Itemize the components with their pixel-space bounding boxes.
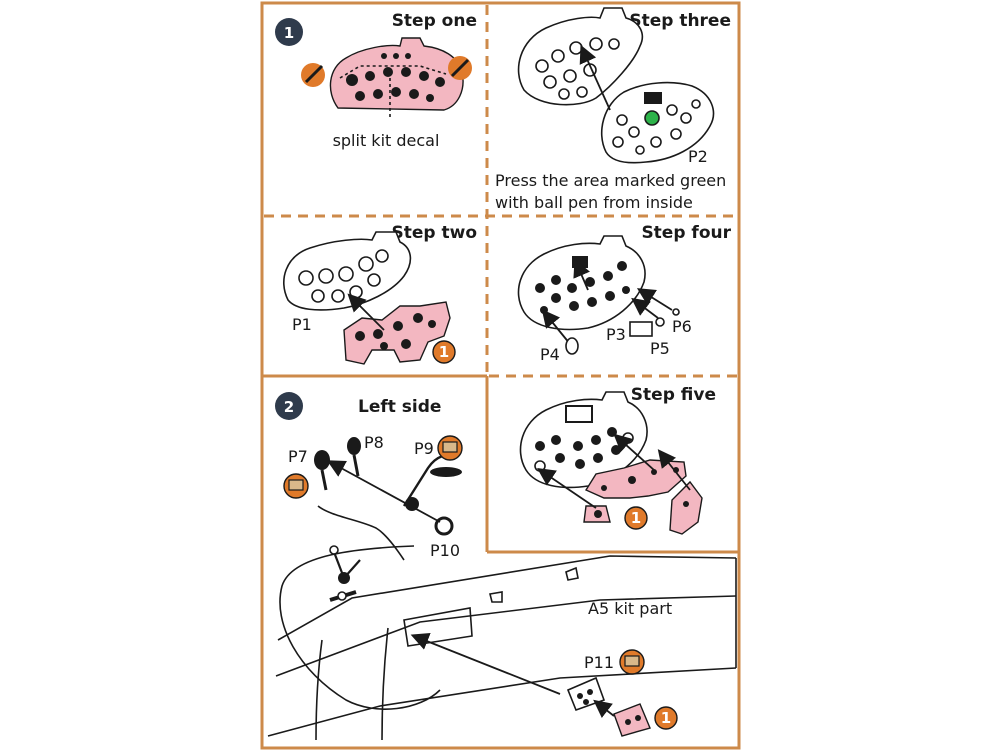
part-p8-knob — [347, 437, 361, 455]
step-five-arrow-2 — [613, 433, 655, 471]
frame-group — [260, 1, 741, 750]
step-four-window — [572, 256, 588, 268]
panel-outline-dials — [535, 37, 620, 100]
step-three-arrow — [579, 44, 611, 111]
arrow-p4 — [541, 309, 571, 345]
decal-badge-icon: 1 — [432, 340, 456, 364]
photo-etch-icon-p7 — [283, 473, 309, 499]
press-note-line2: with ball pen from inside — [495, 193, 693, 212]
fuselage-top-edge — [277, 555, 737, 641]
decal-badge-icon-step-five: 1 — [624, 506, 648, 530]
part-p6-shape — [672, 308, 680, 316]
part-label-p9: P9 — [414, 439, 434, 458]
fuselage-panel — [403, 607, 473, 647]
part-p5-shape — [655, 317, 665, 327]
lever-on-fuselage — [329, 545, 361, 601]
step-five-arrow-3 — [657, 449, 691, 491]
left-side-title: Left side — [358, 397, 441, 417]
step-five-arrow-1 — [537, 467, 597, 509]
section-2-badge-circle — [275, 392, 303, 420]
panel-step-five — [519, 391, 648, 489]
part-p7-knob — [314, 450, 330, 470]
step-five-panel: Step five — [519, 385, 716, 535]
assembly-guide-curve — [279, 545, 441, 710]
assembly-bracket — [317, 505, 405, 561]
step-one-title: Step one — [392, 11, 477, 31]
fuselage-mid-edge — [275, 595, 737, 677]
photo-etch-icon-p9 — [437, 435, 463, 461]
part-p8-stem — [352, 454, 360, 477]
step-three-panel: Step three P2 — [495, 7, 731, 212]
step-four-title: Step four — [641, 223, 731, 243]
part-label-p6: P6 — [672, 317, 692, 336]
split-kit-decal-caption: split kit decal — [333, 131, 440, 150]
step-five-window — [565, 405, 593, 423]
part-label-p1: P1 — [292, 315, 312, 334]
step-two-panel: Step two P1 1 — [283, 223, 478, 365]
fuselage-bracket — [565, 566, 579, 581]
decal-wing-pink — [669, 480, 703, 535]
kit-part-label: A5 kit part — [588, 599, 672, 618]
frame-rib-1 — [315, 639, 323, 741]
part-label-p7: P7 — [288, 447, 308, 466]
arrow-decal-to-p11 — [593, 699, 615, 718]
lever-assembly-arrow — [326, 460, 441, 523]
panel-step-four — [517, 235, 646, 331]
step-five-title: Step five — [631, 385, 716, 405]
step-two-title: Step two — [392, 223, 478, 243]
press-note-line1: Press the area marked green — [495, 171, 726, 190]
lever-pivot — [405, 497, 419, 511]
part-p11 — [566, 676, 606, 712]
arrow-p6 — [636, 288, 673, 311]
part-label-p3: P3 — [606, 325, 626, 344]
part-p11-plate — [566, 676, 606, 712]
section-1-badge: 1 — [275, 18, 303, 46]
part-label-p8: P8 — [364, 433, 384, 452]
scalpel-icon-right — [448, 56, 472, 80]
scalpel-icon-left — [301, 63, 325, 87]
part-label-p2: P2 — [688, 147, 708, 166]
section-badge-number: 1 — [284, 24, 294, 42]
decal-strip-pink — [584, 459, 687, 499]
decal-badge-number-step-five: 1 — [631, 509, 641, 527]
fuselage-bracket-2 — [489, 591, 503, 603]
dashboard-dials — [346, 53, 445, 102]
section-badge-circle — [275, 18, 303, 46]
cut-line — [339, 65, 447, 79]
part-label-p5: P5 — [650, 339, 670, 358]
step-three-title: Step three — [629, 11, 731, 31]
section-2: 2 Left side P7 P8 P9 P10 — [267, 392, 737, 741]
part-p9-grip — [430, 467, 462, 477]
panel-p2-dials — [612, 99, 701, 155]
decal-badge-number: 1 — [439, 343, 449, 361]
fuselage-lower-edge — [267, 667, 737, 737]
part-label-p10: P10 — [430, 541, 460, 560]
arrow-to-fuselage — [410, 632, 561, 695]
step-four-panel: Step four P3 P4 P5 P6 — [517, 223, 732, 364]
arrow-p3 — [573, 258, 590, 291]
part-p4-shape — [565, 337, 579, 355]
lever-assembly — [314, 437, 462, 561]
arrow-p5 — [631, 297, 659, 319]
step-two-arrow — [347, 293, 385, 331]
part-label-p4: P4 — [540, 345, 560, 364]
step-one-panel: Step one split kit decal — [301, 11, 477, 150]
frame-rib-2 — [381, 627, 389, 741]
part-p3-shape — [629, 321, 653, 337]
decal-p11-pink — [613, 703, 651, 737]
decal-badge-icon-section-2: 1 — [654, 706, 678, 730]
decal-p1-dials — [355, 313, 436, 350]
dashboard-decal-pink — [329, 37, 464, 111]
decal-badge-number-section-2: 1 — [661, 709, 671, 727]
panel-p1-dials — [298, 249, 389, 303]
section-2-badge-number: 2 — [284, 398, 294, 416]
part-label-p11: P11 — [584, 653, 614, 672]
photo-etch-icon-p11 — [619, 649, 645, 675]
panel-p2-window — [644, 92, 662, 104]
panel-step-four-dials — [535, 261, 630, 314]
press-area-green — [644, 110, 660, 126]
part-p7-stem — [320, 469, 328, 491]
